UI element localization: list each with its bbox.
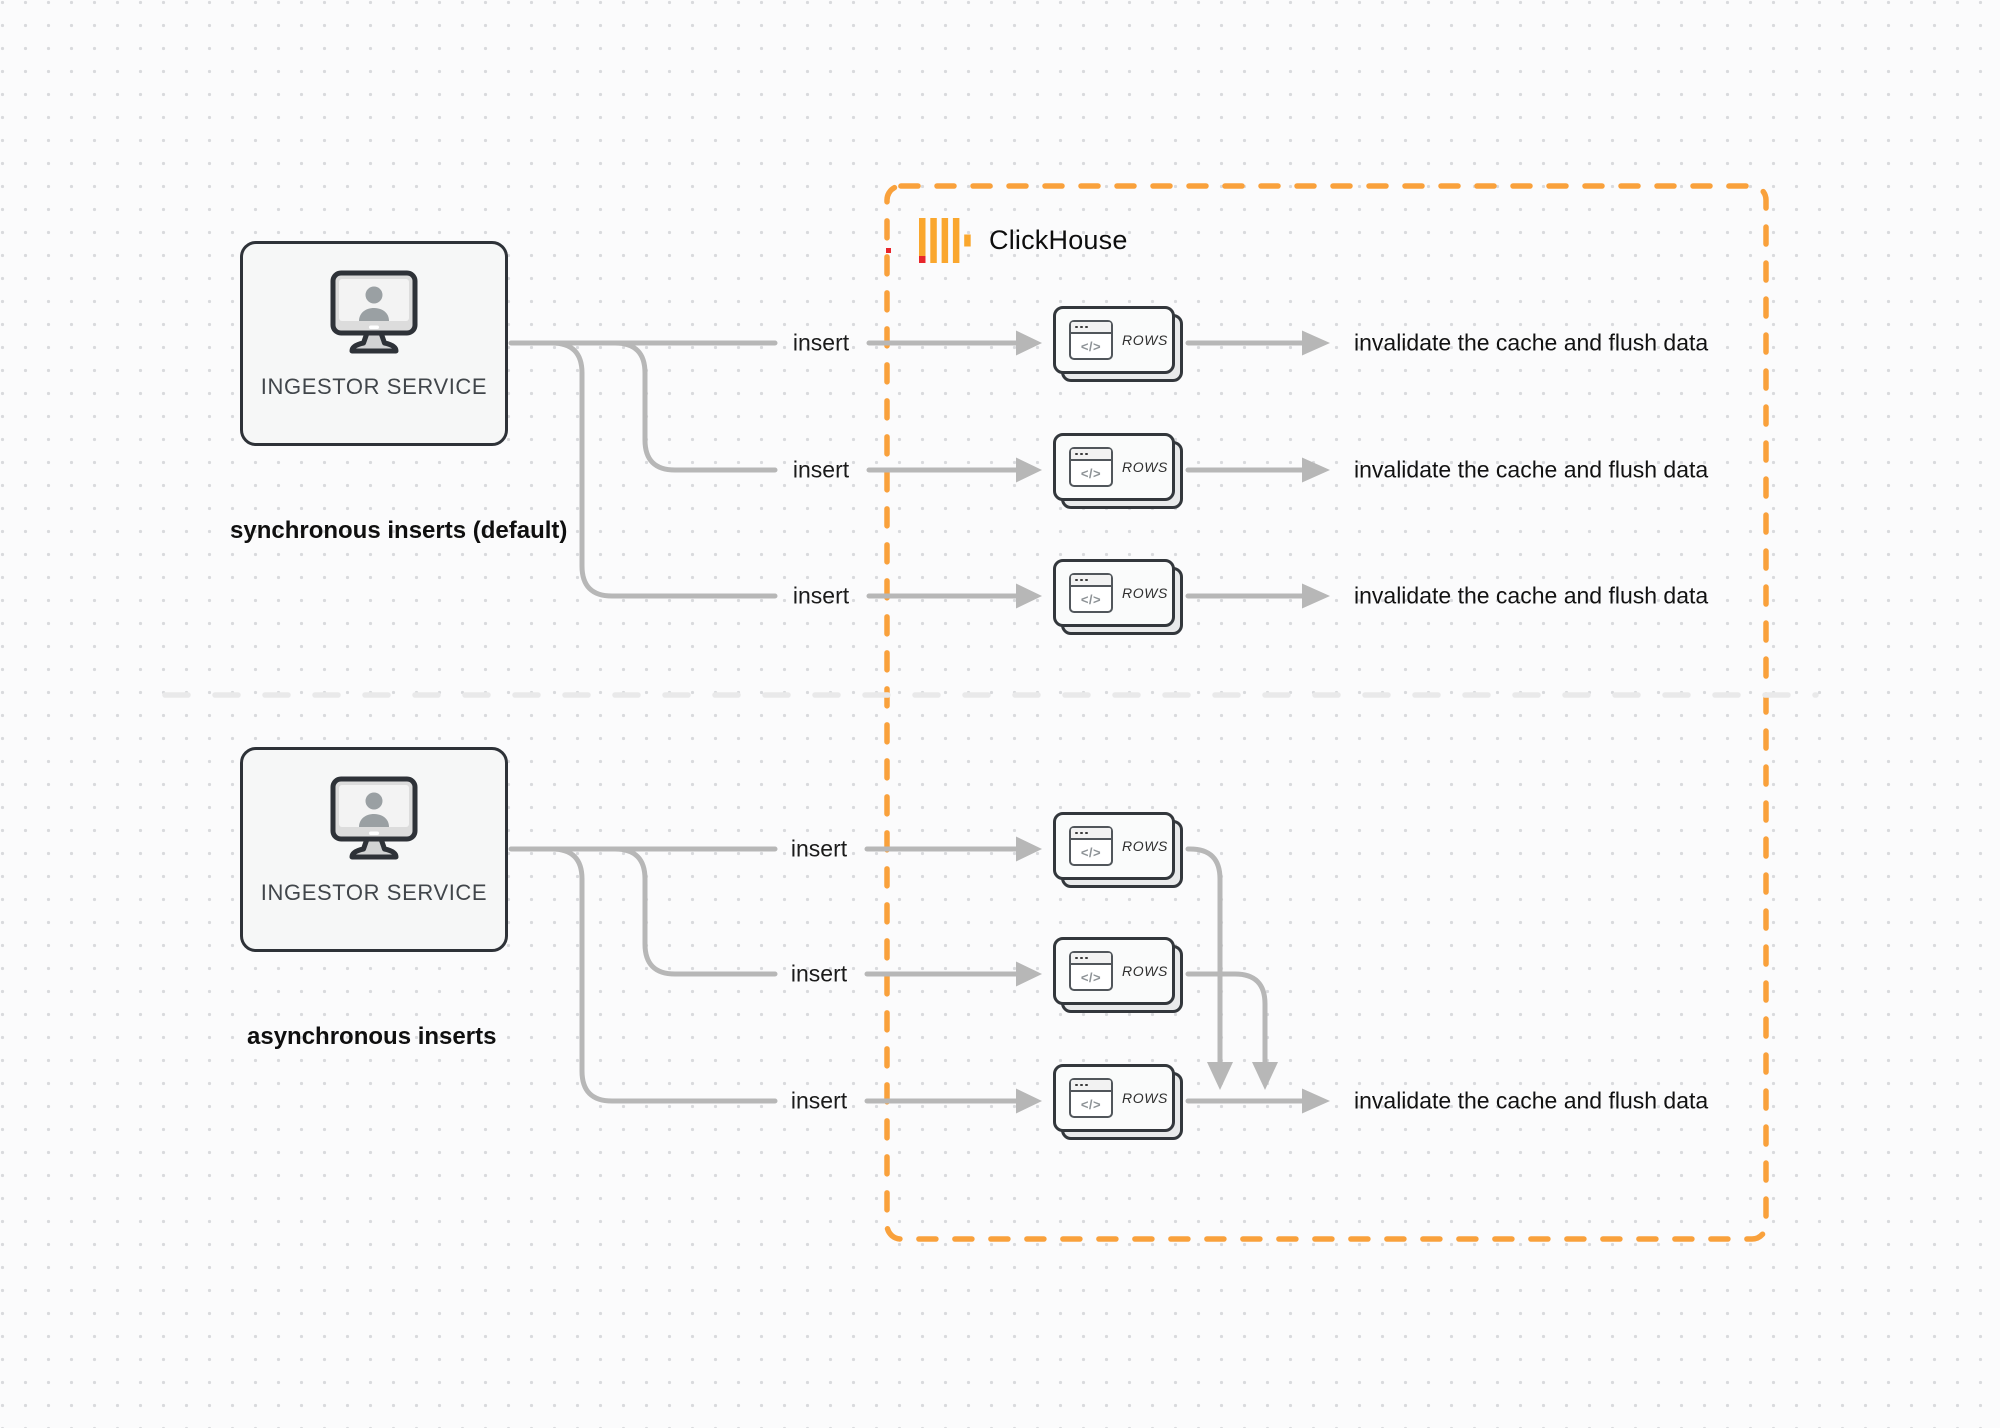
- clickhouse-logo-icon: [919, 218, 971, 263]
- browser-window-icon: </>: [1069, 447, 1113, 487]
- code-icon: </>: [1080, 591, 1102, 607]
- code-icon: </>: [1080, 969, 1102, 985]
- async-funnel-row2: [1185, 971, 1268, 1065]
- async-wire-branch-row3: [549, 846, 778, 1104]
- browser-window-icon: </>: [1069, 951, 1113, 991]
- window-titlebar-dots: [1071, 449, 1111, 461]
- rows-node-async-2: </> ROWS: [1053, 937, 1183, 1013]
- rows-card: </> ROWS: [1053, 559, 1175, 627]
- rows-node-label: ROWS: [1122, 585, 1168, 601]
- arrowhead-funnel-1: [1207, 1062, 1233, 1090]
- rows-node-label: ROWS: [1122, 1090, 1168, 1106]
- window-titlebar-dots: [1071, 575, 1111, 587]
- arrowhead-async-row1: [1016, 836, 1042, 862]
- rows-node-sync-3: </> ROWS: [1053, 559, 1183, 635]
- insert-label-sync-1: insert: [792, 329, 850, 356]
- insert-label-async-2: insert: [790, 960, 848, 987]
- rows-card: </> ROWS: [1053, 306, 1175, 374]
- async-wire-branch-row2: [612, 846, 778, 977]
- async-caption: asynchronous inserts: [247, 1023, 497, 1050]
- browser-window-icon: </>: [1069, 1078, 1113, 1118]
- arrowhead-async-result: [1302, 1088, 1330, 1114]
- ingestor-service-label: INGESTOR SERVICE: [260, 880, 488, 905]
- code-icon: </>: [1080, 465, 1102, 481]
- rows-node-sync-1: </> ROWS: [1053, 306, 1183, 382]
- insert-label-async-3: insert: [790, 1087, 848, 1114]
- arrowhead-sync-result3: [1302, 583, 1330, 609]
- arrowhead-sync-result1: [1302, 330, 1330, 356]
- async-funnel-row1: [1185, 846, 1223, 1065]
- rows-node-async-1: </> ROWS: [1053, 812, 1183, 888]
- rows-node-label: ROWS: [1122, 963, 1168, 979]
- gray-wires: [508, 340, 1305, 1104]
- arrowhead-sync-result2: [1302, 457, 1330, 483]
- sync-wire-branch-row2: [612, 340, 778, 473]
- rows-node-label: ROWS: [1122, 332, 1168, 348]
- result-label-sync-2: invalidate the cache and flush data: [1354, 456, 1709, 483]
- window-titlebar-dots: [1071, 953, 1111, 965]
- rows-card: </> ROWS: [1053, 812, 1175, 880]
- clickhouse-logo: ClickHouse: [919, 218, 1128, 263]
- clickhouse-wordmark: ClickHouse: [989, 225, 1128, 255]
- browser-window-icon: </>: [1069, 573, 1113, 613]
- code-icon: </>: [1080, 338, 1102, 354]
- insert-label-sync-3: insert: [792, 582, 850, 609]
- insert-label-sync-2: insert: [792, 456, 850, 483]
- result-label-sync-3: invalidate the cache and flush data: [1354, 582, 1709, 609]
- rows-card: </> ROWS: [1053, 1064, 1175, 1132]
- browser-window-icon: </>: [1069, 320, 1113, 360]
- arrowhead-sync-row3: [1016, 583, 1042, 609]
- arrowhead-sync-row2: [1016, 457, 1042, 483]
- clickhouse-boundary: [884, 183, 1769, 1242]
- rows-card: </> ROWS: [1053, 433, 1175, 501]
- code-icon: </>: [1080, 844, 1102, 860]
- browser-window-icon: </>: [1069, 826, 1113, 866]
- ingestor-service-box-sync: INGESTOR SERVICE: [240, 241, 508, 446]
- arrowhead-funnel-2: [1252, 1062, 1278, 1090]
- result-label-async: invalidate the cache and flush data: [1354, 1087, 1709, 1114]
- logo-stray-dot: [886, 248, 891, 253]
- arrowhead-async-row2: [1016, 961, 1042, 987]
- window-titlebar-dots: [1071, 322, 1111, 334]
- ingestor-service-box-async: INGESTOR SERVICE: [240, 747, 508, 952]
- rows-node-async-3: </> ROWS: [1053, 1064, 1183, 1140]
- monitor-user-icon: [330, 776, 418, 860]
- ingestor-service-label: INGESTOR SERVICE: [260, 374, 488, 399]
- sync-wire-branch-row3: [549, 340, 778, 599]
- code-icon: </>: [1080, 1096, 1102, 1112]
- result-label-sync-1: invalidate the cache and flush data: [1354, 329, 1709, 356]
- arrowheads: [1016, 330, 1330, 1114]
- insert-label-async-1: insert: [790, 835, 848, 862]
- rows-node-sync-2: </> ROWS: [1053, 433, 1183, 509]
- monitor-user-icon: [330, 270, 418, 354]
- arrowhead-async-row3: [1016, 1088, 1042, 1114]
- window-titlebar-dots: [1071, 828, 1111, 840]
- rows-node-label: ROWS: [1122, 838, 1168, 854]
- window-titlebar-dots: [1071, 1080, 1111, 1092]
- sync-caption: synchronous inserts (default): [230, 517, 568, 544]
- rows-node-label: ROWS: [1122, 459, 1168, 475]
- arrowhead-sync-row1: [1016, 330, 1042, 356]
- rows-card: </> ROWS: [1053, 937, 1175, 1005]
